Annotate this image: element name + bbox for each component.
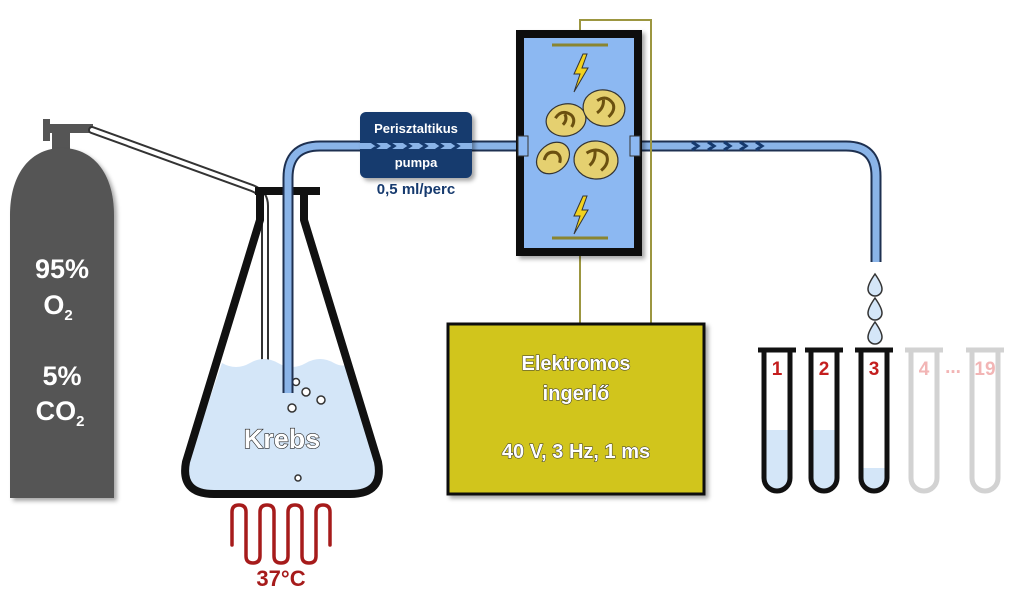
co2-subscript: 2 bbox=[76, 413, 84, 430]
drop bbox=[867, 296, 883, 321]
bubble bbox=[301, 387, 311, 397]
tissue-slice bbox=[535, 141, 571, 175]
erlenmeyer-flask: Krebs bbox=[181, 187, 383, 498]
lightning-bottom-icon bbox=[573, 195, 589, 235]
tissue-slice bbox=[582, 89, 626, 127]
drops bbox=[867, 272, 883, 345]
cylinder-valve-arm bbox=[43, 124, 93, 133]
pump-label-line2: pumpa bbox=[395, 155, 438, 170]
electric-stimulator: Elektromos ingerlő 40 V, 3 Hz, 1 ms bbox=[446, 322, 706, 496]
chamber-port-right bbox=[629, 135, 641, 157]
perfusion-tubing bbox=[282, 140, 882, 393]
co2-percent: 5% bbox=[42, 361, 81, 391]
tube-1 bbox=[758, 347, 796, 494]
bubble bbox=[294, 474, 302, 482]
pump-flow-rate: 0,5 ml/perc bbox=[377, 181, 455, 198]
flow-arrows-outflow bbox=[691, 140, 765, 152]
bubble bbox=[316, 395, 326, 405]
flask-liquid bbox=[187, 359, 379, 492]
tube-label-4: 4 bbox=[919, 359, 930, 380]
chamber-port-left bbox=[517, 135, 529, 157]
tissue-slice bbox=[573, 140, 619, 180]
tube-3-liquid bbox=[861, 468, 887, 491]
stimulator-box bbox=[446, 322, 706, 496]
stimulator-label-line1: Elektromos bbox=[522, 353, 631, 375]
o2-symbol: O bbox=[43, 290, 64, 320]
tube-1-liquid bbox=[764, 430, 790, 491]
heater-temperature: 37°C bbox=[256, 566, 305, 591]
gas-cylinder: 95% O2 5% CO2 bbox=[10, 119, 114, 498]
lightning-top-icon bbox=[573, 53, 589, 93]
pump-label-line1: Perisztaltikus bbox=[374, 121, 458, 136]
tube-4 bbox=[905, 347, 943, 494]
cylinder-body bbox=[10, 148, 114, 498]
drop bbox=[867, 320, 883, 345]
stimulator-label-line2: ingerlő bbox=[543, 383, 610, 405]
tube-label-ellipsis: ... bbox=[945, 357, 961, 378]
tube-2-liquid bbox=[811, 430, 837, 491]
tube-label-2: 2 bbox=[819, 359, 830, 380]
stimulator-parameters: 40 V, 3 Hz, 1 ms bbox=[502, 441, 650, 463]
cylinder-neck bbox=[52, 130, 70, 150]
bubble bbox=[291, 377, 301, 387]
tube-label-3: 3 bbox=[869, 359, 880, 380]
heater-coil bbox=[230, 503, 332, 565]
co2-formula: CO2 bbox=[36, 396, 85, 430]
outflow-tube-outline bbox=[637, 140, 882, 262]
tissue-slices bbox=[535, 89, 626, 180]
o2-percent: 95% bbox=[35, 254, 89, 284]
flask-label: Krebs bbox=[244, 424, 321, 454]
tube-2 bbox=[805, 347, 843, 494]
pump-flow-arrows bbox=[371, 140, 461, 152]
peristaltic-pump: Perisztaltikus pumpa 0,5 ml/perc bbox=[360, 112, 472, 198]
tube-3 bbox=[855, 347, 893, 494]
tube-label-19: 19 bbox=[974, 359, 995, 380]
o2-formula: O2 bbox=[43, 290, 72, 324]
tissue-chamber bbox=[516, 30, 642, 256]
bubble bbox=[287, 403, 297, 413]
o2-subscript: 2 bbox=[64, 307, 72, 324]
outflow-tube bbox=[637, 142, 880, 262]
inflow-tube bbox=[284, 142, 520, 393]
collection-tubes: 1 2 3 4 ... 19 bbox=[758, 347, 1004, 494]
tube-19 bbox=[966, 347, 1004, 494]
tube-label-1: 1 bbox=[772, 359, 783, 380]
drop bbox=[867, 272, 883, 297]
co2-symbol: CO bbox=[36, 396, 77, 426]
